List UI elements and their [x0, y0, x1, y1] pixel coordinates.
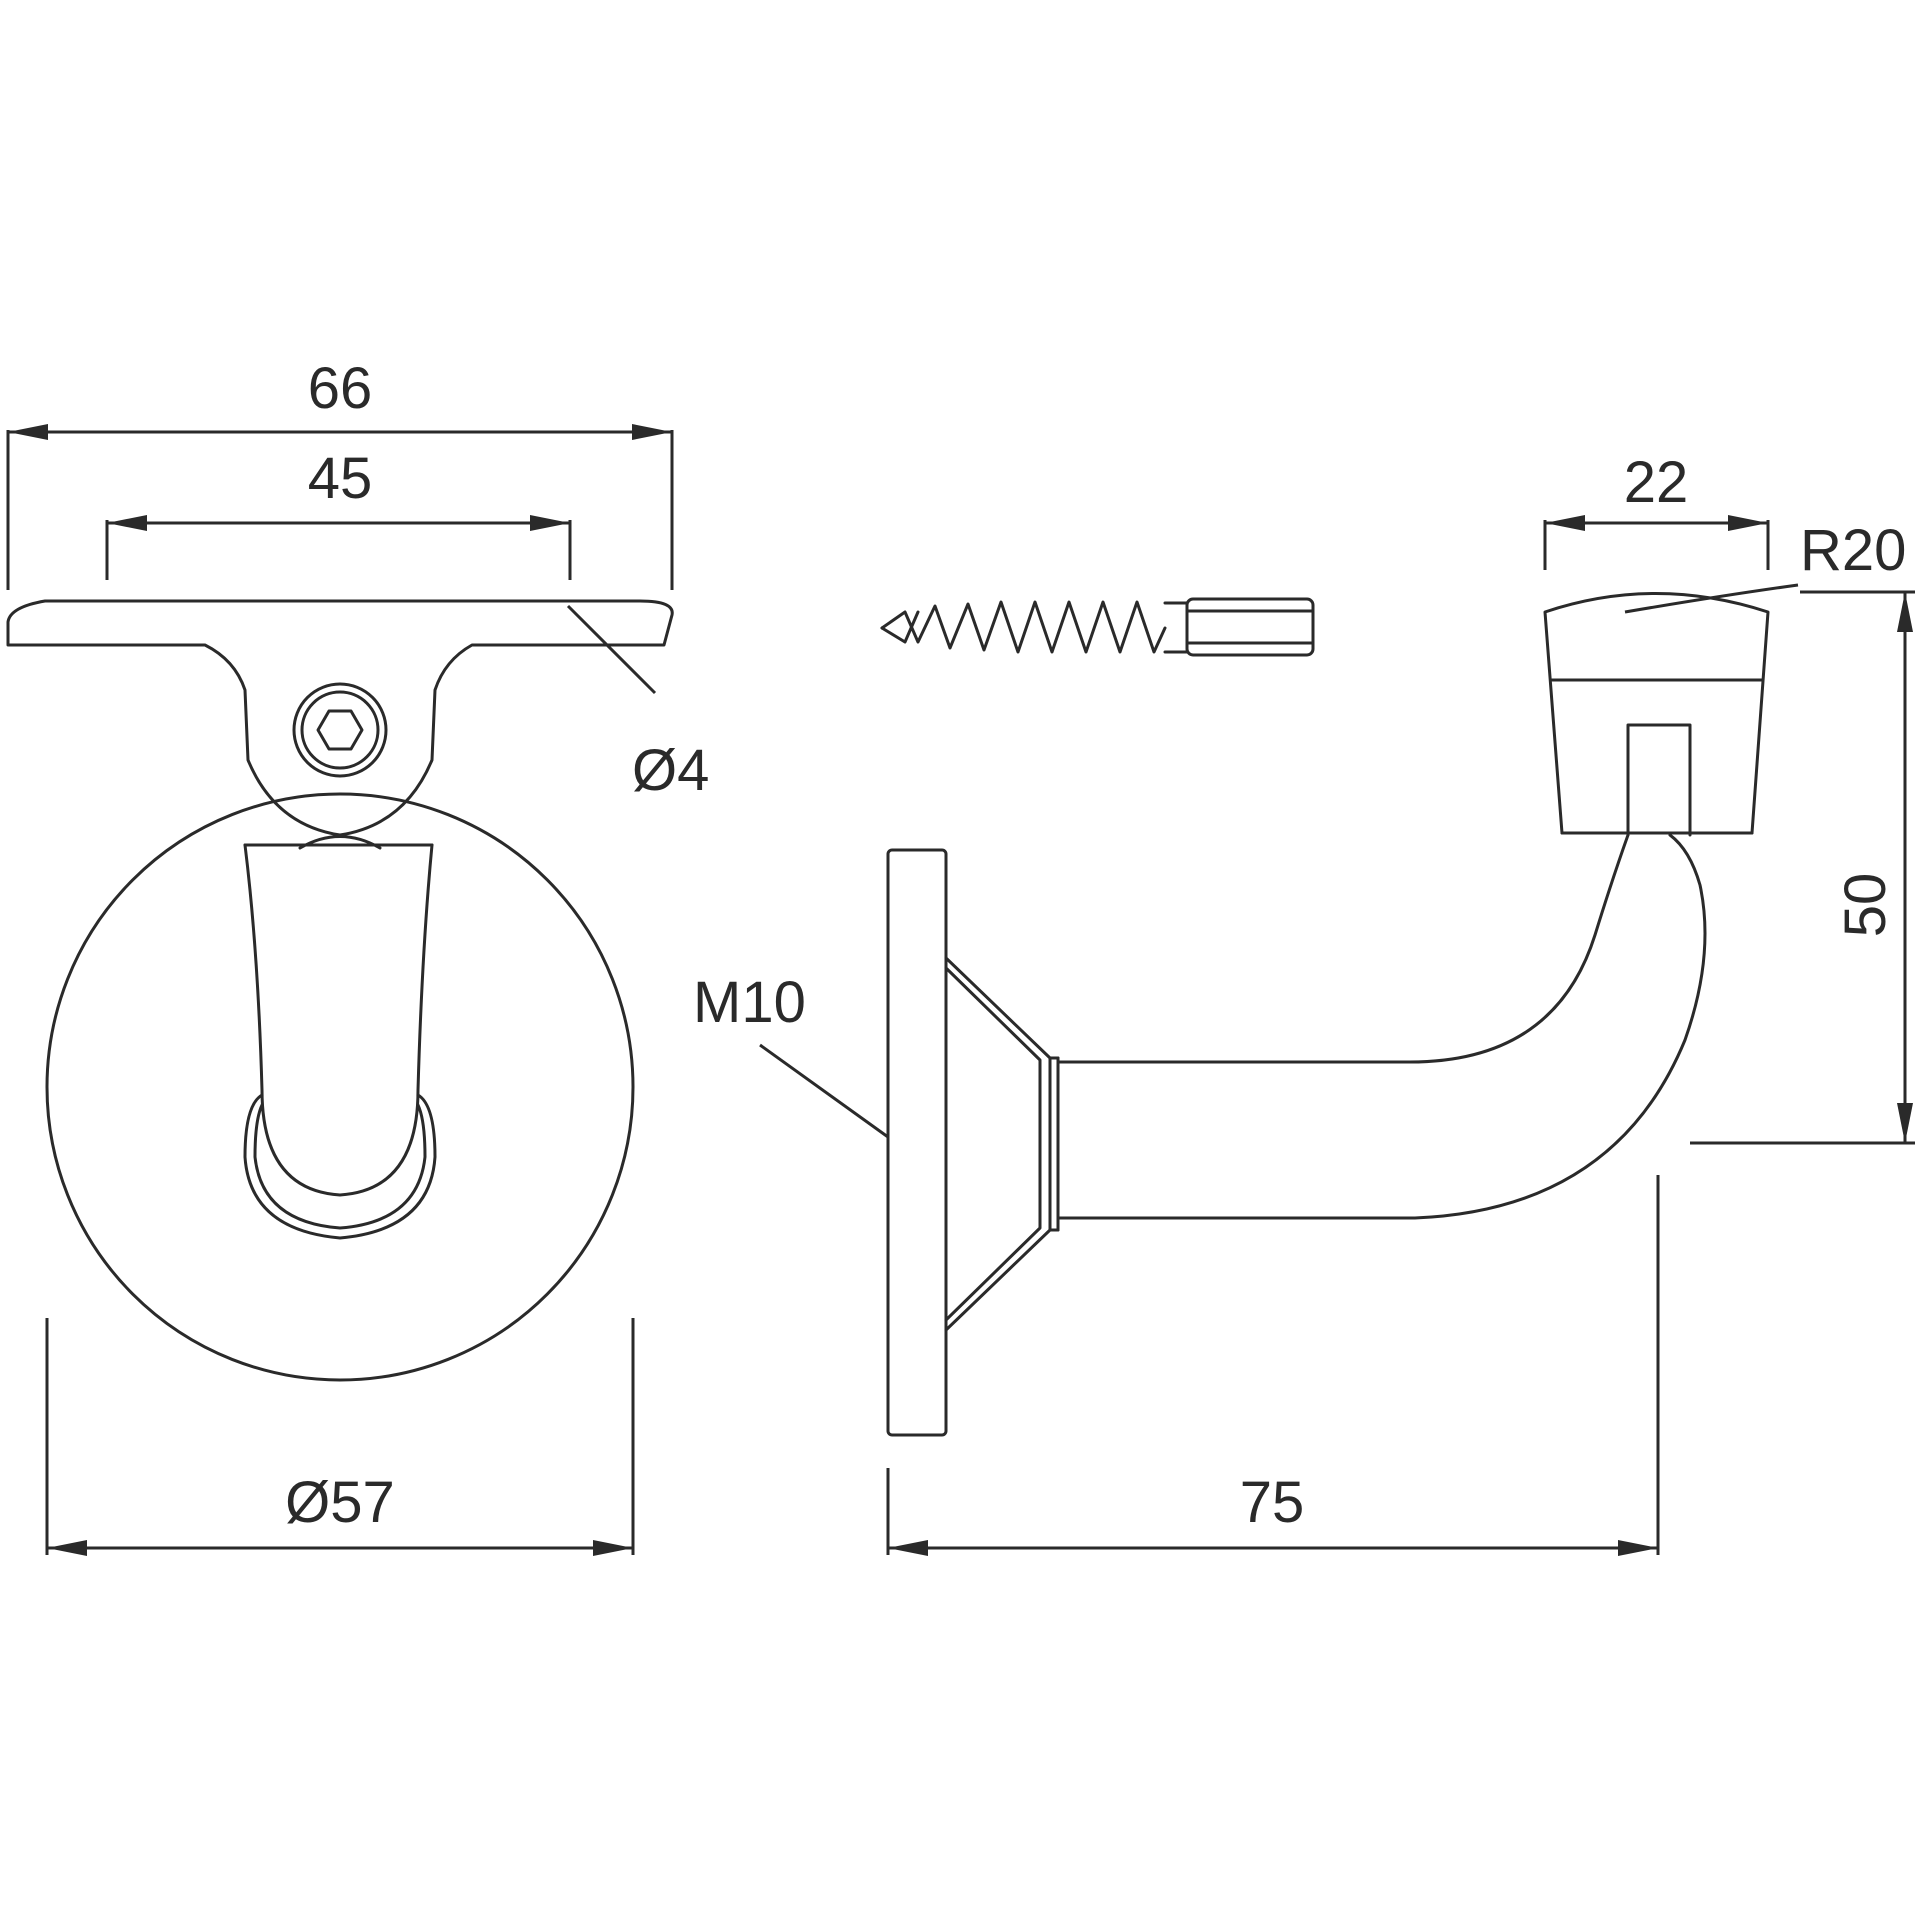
dim-hole-spacing: 45 — [105, 446, 572, 580]
dim-d57-label: Ø57 — [285, 1470, 395, 1535]
saddle-post — [1626, 723, 1692, 837]
dim-45-label: 45 — [308, 446, 373, 511]
saddle-plate — [6, 599, 674, 837]
dim-m10-label: M10 — [693, 970, 806, 1035]
dim-base-diameter: Ø57 — [45, 1318, 635, 1556]
stem-ring-inner — [253, 1103, 427, 1230]
hex-screw-outer — [292, 682, 388, 778]
dim-plate-width: 66 — [6, 356, 674, 590]
hex-screw-inner — [300, 690, 380, 770]
flange-cone — [944, 956, 1052, 1332]
front-view — [6, 599, 674, 1382]
wood-screw-thread — [880, 600, 1167, 654]
neck-curve — [298, 835, 382, 850]
saddle-block — [1543, 592, 1770, 835]
dim-saddle-radius: R20 — [1624, 518, 1906, 614]
bolt-shank — [1163, 601, 1189, 654]
base-disc — [45, 792, 635, 1382]
hanger-bolt — [880, 597, 1315, 657]
dim-50-label: 50 — [1833, 873, 1898, 938]
dim-saddle-width: 22 — [1543, 450, 1770, 570]
dim-projection: 75 — [886, 1175, 1660, 1556]
dim-thread: M10 — [693, 970, 889, 1139]
stem-outline — [243, 843, 434, 1197]
bolt-threaded-end — [1185, 597, 1315, 657]
dim-22-label: 22 — [1624, 450, 1689, 515]
dim-66-label: 66 — [308, 356, 373, 421]
dim-75-label: 75 — [1240, 1470, 1305, 1535]
dim-r20-label: R20 — [1800, 518, 1906, 583]
side-view — [886, 592, 1770, 1437]
dim-d4-label: Ø4 — [632, 738, 709, 803]
stem-ring — [243, 1093, 437, 1240]
dim-hole-diameter: Ø4 — [566, 604, 709, 803]
arm-outline — [1056, 833, 1630, 1064]
hex-socket-icon — [316, 709, 364, 751]
wall-plate — [886, 848, 948, 1437]
dim-height: 50 — [1690, 590, 1915, 1145]
